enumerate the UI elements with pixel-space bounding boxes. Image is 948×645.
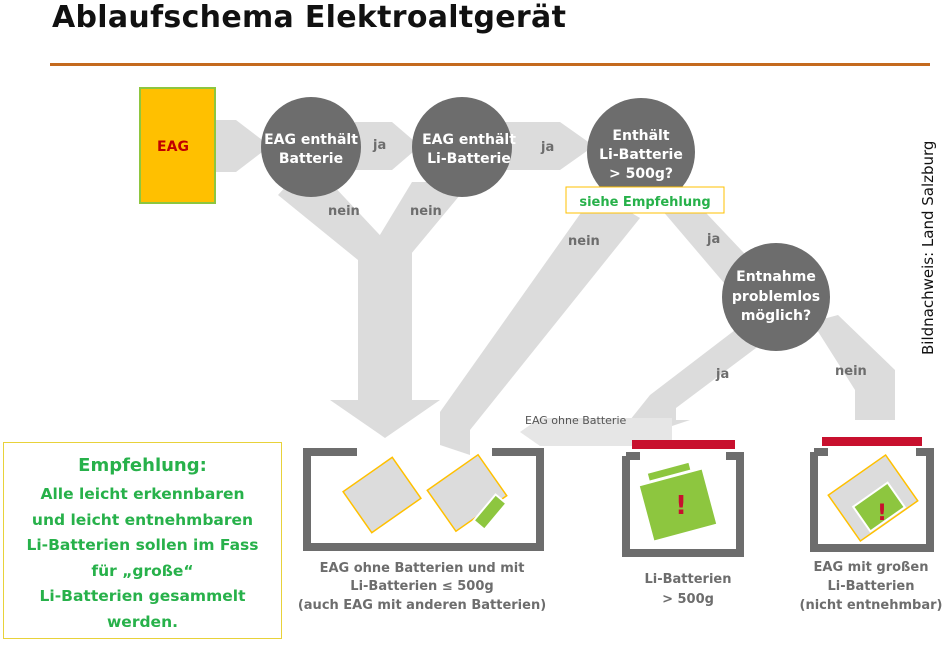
svg-text:EAG enthält: EAG enthält	[264, 132, 358, 148]
edge-labels: ja ja ja ja nein nein nein nein EAG ohne…	[328, 138, 867, 427]
svg-text:(nicht entnehmbar): (nicht entnehmbar)	[800, 598, 943, 613]
edge-ja-500g: ja	[706, 232, 720, 247]
arrow-nein-removal	[812, 315, 895, 420]
edge-nein-removal: nein	[835, 364, 867, 379]
arrow-ja-battery	[355, 122, 420, 170]
bin-2: !	[622, 440, 744, 557]
svg-text:Batterie: Batterie	[279, 151, 343, 167]
edge-nein-battery: nein	[328, 204, 360, 219]
svg-text:möglich?: möglich?	[741, 308, 811, 324]
edge-nein-li: nein	[410, 204, 442, 219]
bin-3: !	[810, 437, 934, 552]
flow-arrows	[210, 120, 895, 455]
see-recommendation-box	[565, 186, 725, 214]
warning-mark-bin2: !	[675, 491, 687, 521]
arrow-start-to-battery	[210, 120, 270, 172]
arrow-nein-500g	[440, 200, 640, 455]
edge-nein-500g: nein	[568, 234, 600, 249]
start-label: EAG	[157, 139, 189, 155]
decision-battery: EAG enthält Batterie	[261, 97, 361, 197]
recommendation-text: Alle leicht erkennbaren und leicht entne…	[26, 485, 259, 631]
bin-2-label: Li-Batterien > 500g	[644, 572, 731, 607]
edge-ja-battery: ja	[372, 138, 386, 153]
svg-text:EAG ohne Batterien und mit: EAG ohne Batterien und mit	[320, 561, 525, 576]
warning-mark-bin3: !	[877, 501, 887, 526]
edge-eag-ohne-batterie: EAG ohne Batterie	[525, 414, 626, 427]
arrow-nein-battery	[278, 182, 392, 260]
svg-text:Entnahme: Entnahme	[736, 269, 816, 285]
title-divider	[50, 63, 930, 66]
decision-li-battery: EAG enthält Li-Batterie	[412, 97, 516, 197]
svg-text:Li-Batterien: Li-Batterien	[827, 579, 914, 594]
bin-3-label: EAG mit großen Li-Batterien (nicht entne…	[800, 560, 943, 613]
svg-text:> 500g?: > 500g?	[609, 166, 673, 182]
see-recommendation-label: siehe Empfehlung	[579, 195, 710, 210]
svg-text:Li-Batterie: Li-Batterie	[427, 151, 511, 167]
svg-text:problemlos: problemlos	[732, 289, 820, 305]
bin-1	[303, 448, 544, 551]
decision-over-500g: Enthält Li-Batterie > 500g?	[587, 98, 695, 206]
arrow-ja-li	[505, 122, 594, 170]
svg-text:Li-Batterien ≤ 500g: Li-Batterien ≤ 500g	[350, 579, 493, 594]
arrow-nein-li	[372, 182, 460, 260]
svg-text:EAG enthält: EAG enthält	[422, 132, 516, 148]
svg-text:> 500g: > 500g	[662, 592, 714, 607]
recommendation-box: Empfehlung: Alle leicht erkennbaren und …	[3, 442, 282, 639]
bin-1-label: EAG ohne Batterien und mit Li-Batterien …	[298, 561, 546, 613]
svg-text:(auch EAG mit anderen Batterie: (auch EAG mit anderen Batterien)	[298, 598, 546, 613]
edge-ja-removal: ja	[715, 367, 729, 382]
svg-text:Li-Batterien: Li-Batterien	[644, 572, 731, 587]
decision-removal: Entnahme problemlos möglich?	[722, 243, 830, 351]
start-box	[139, 87, 216, 204]
svg-text:EAG mit großen: EAG mit großen	[814, 560, 929, 575]
edge-ja-li: ja	[540, 140, 554, 155]
svg-text:Li-Batterie: Li-Batterie	[599, 147, 683, 163]
arrow-ja-removal	[630, 330, 760, 440]
arrow-eag-ohne-batterie	[520, 418, 672, 446]
recommendation-title: Empfehlung:	[78, 455, 207, 476]
svg-text:Enthält: Enthält	[612, 128, 669, 144]
page-title: Ablaufschema Elektroaltgerät	[52, 0, 567, 35]
arrow-y-stem	[330, 250, 440, 438]
